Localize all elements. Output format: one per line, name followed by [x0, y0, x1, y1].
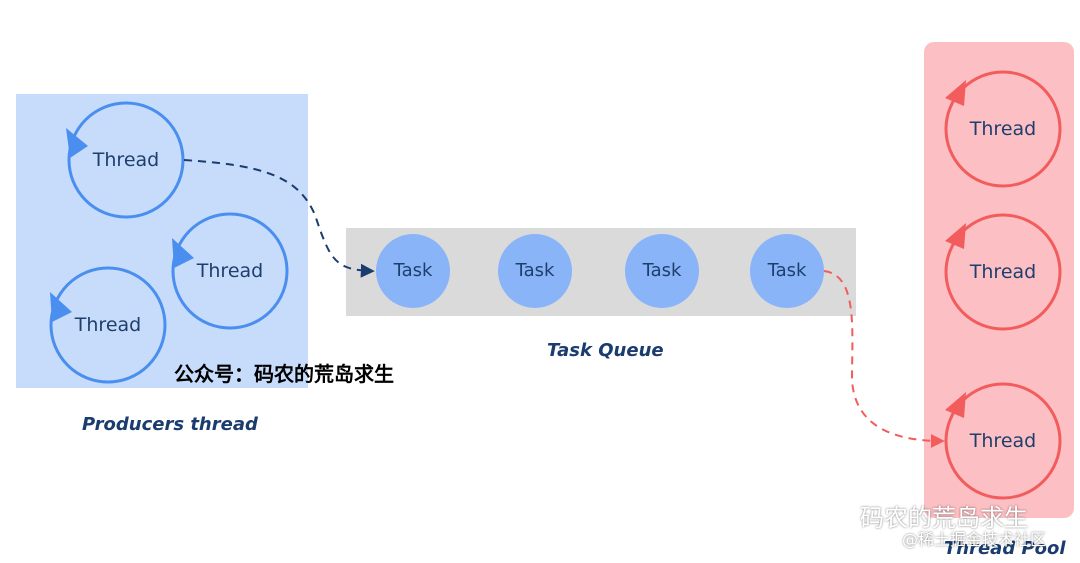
producer-thread-3 — [49, 266, 167, 384]
cycle-arrow-icon — [945, 392, 966, 418]
pool-thread-2 — [944, 213, 1062, 331]
overlay-account-text: 公众号：码农的荒岛求生 — [174, 362, 394, 386]
queue-to-pool-arrow — [823, 270, 945, 448]
pool-thread-1 — [944, 70, 1062, 188]
task-label: Task — [515, 260, 555, 281]
task-label: Task — [393, 260, 433, 281]
task-queue-caption: Task Queue — [547, 340, 664, 361]
task-label: Task — [642, 260, 682, 281]
cycle-arrow-icon — [945, 80, 966, 106]
task-node-1 — [376, 234, 450, 308]
cycle-arrow-icon — [172, 238, 194, 268]
pool-thread-label: Thread — [969, 430, 1037, 452]
producer-thread-label: Thread — [196, 260, 264, 282]
thread-pool-caption: Thread Pool — [944, 538, 1066, 559]
task-node-3 — [625, 234, 699, 308]
watermark-title: 码农的荒岛求生 — [860, 504, 1028, 532]
pool-thread-3 — [944, 382, 1062, 500]
cycle-arrow-icon — [50, 292, 72, 322]
pool-thread-label: Thread — [969, 118, 1037, 140]
producers-caption: Producers thread — [82, 414, 258, 435]
task-label: Task — [767, 260, 807, 281]
producer-thread-label: Thread — [92, 149, 160, 171]
task-node-4 — [750, 234, 824, 308]
pool-thread-label: Thread — [969, 261, 1037, 283]
producer-thread-2 — [171, 212, 289, 330]
producer-to-queue-arrow — [183, 159, 375, 278]
cycle-arrow-icon — [66, 128, 88, 158]
producer-thread-label: Thread — [74, 314, 142, 336]
producer-thread-1 — [66, 101, 185, 219]
watermark-subtitle: @稀土掘金技术社区 — [902, 530, 1047, 549]
wechat-icon — [821, 501, 852, 524]
task-node-2 — [498, 234, 572, 308]
cycle-arrow-icon — [945, 223, 966, 249]
